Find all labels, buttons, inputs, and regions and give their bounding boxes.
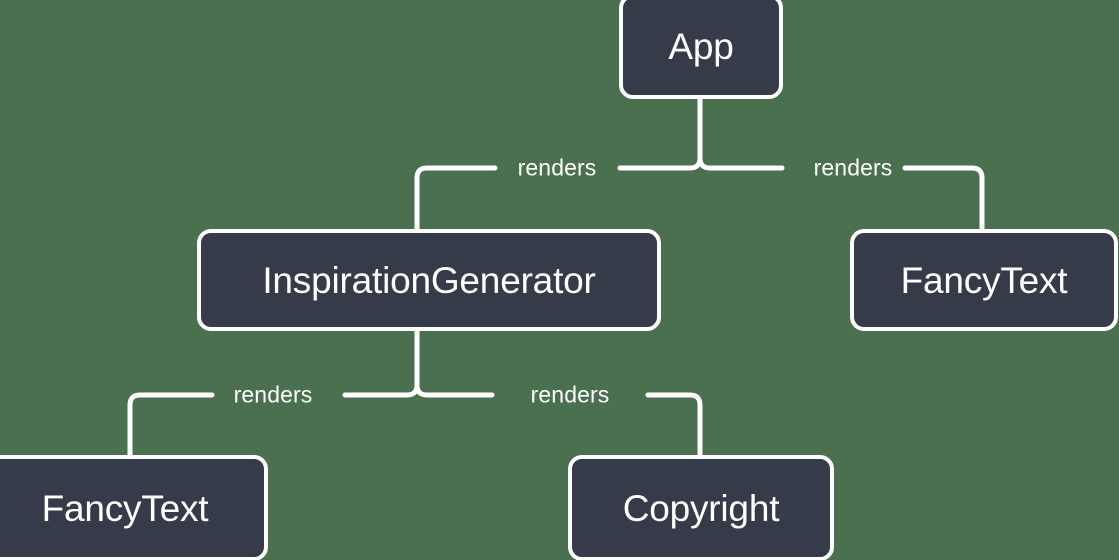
edge-label-inspiration-to-fancytext-left: renders — [233, 381, 313, 408]
edge-app-to-inspiration — [414, 165, 498, 232]
edge-label-inspiration-to-copyright: renders — [530, 381, 610, 408]
node-copyright-label: Copyright — [622, 487, 780, 529]
edge-app-to-fancytext-right — [902, 165, 985, 232]
node-app-label: App — [668, 26, 734, 67]
edge-app-split-right — [697, 155, 785, 171]
edge-inspiration-to-copyright — [645, 392, 703, 458]
edge-inspiration-split-left — [342, 382, 420, 398]
edge-label-app-to-inspiration: renders — [517, 154, 597, 181]
node-fancytext-right[interactable]: FancyText — [850, 229, 1118, 331]
edge-label-app-to-fancytext-right: renders — [813, 154, 893, 181]
edge-inspiration-to-fancytext-left — [127, 392, 215, 458]
edge-inspiration-split-right — [414, 382, 495, 398]
node-fancytext-left-label: FancyText — [41, 487, 209, 529]
node-fancytext-right-label: FancyText — [900, 259, 1068, 301]
node-inspiration-generator[interactable]: InspirationGenerator — [197, 229, 661, 331]
edge-app-split-left — [617, 155, 703, 171]
node-app[interactable]: App — [619, 0, 783, 99]
node-inspiration-generator-label: InspirationGenerator — [262, 259, 596, 301]
node-fancytext-left[interactable]: FancyText — [0, 455, 268, 560]
node-copyright[interactable]: Copyright — [568, 455, 834, 560]
